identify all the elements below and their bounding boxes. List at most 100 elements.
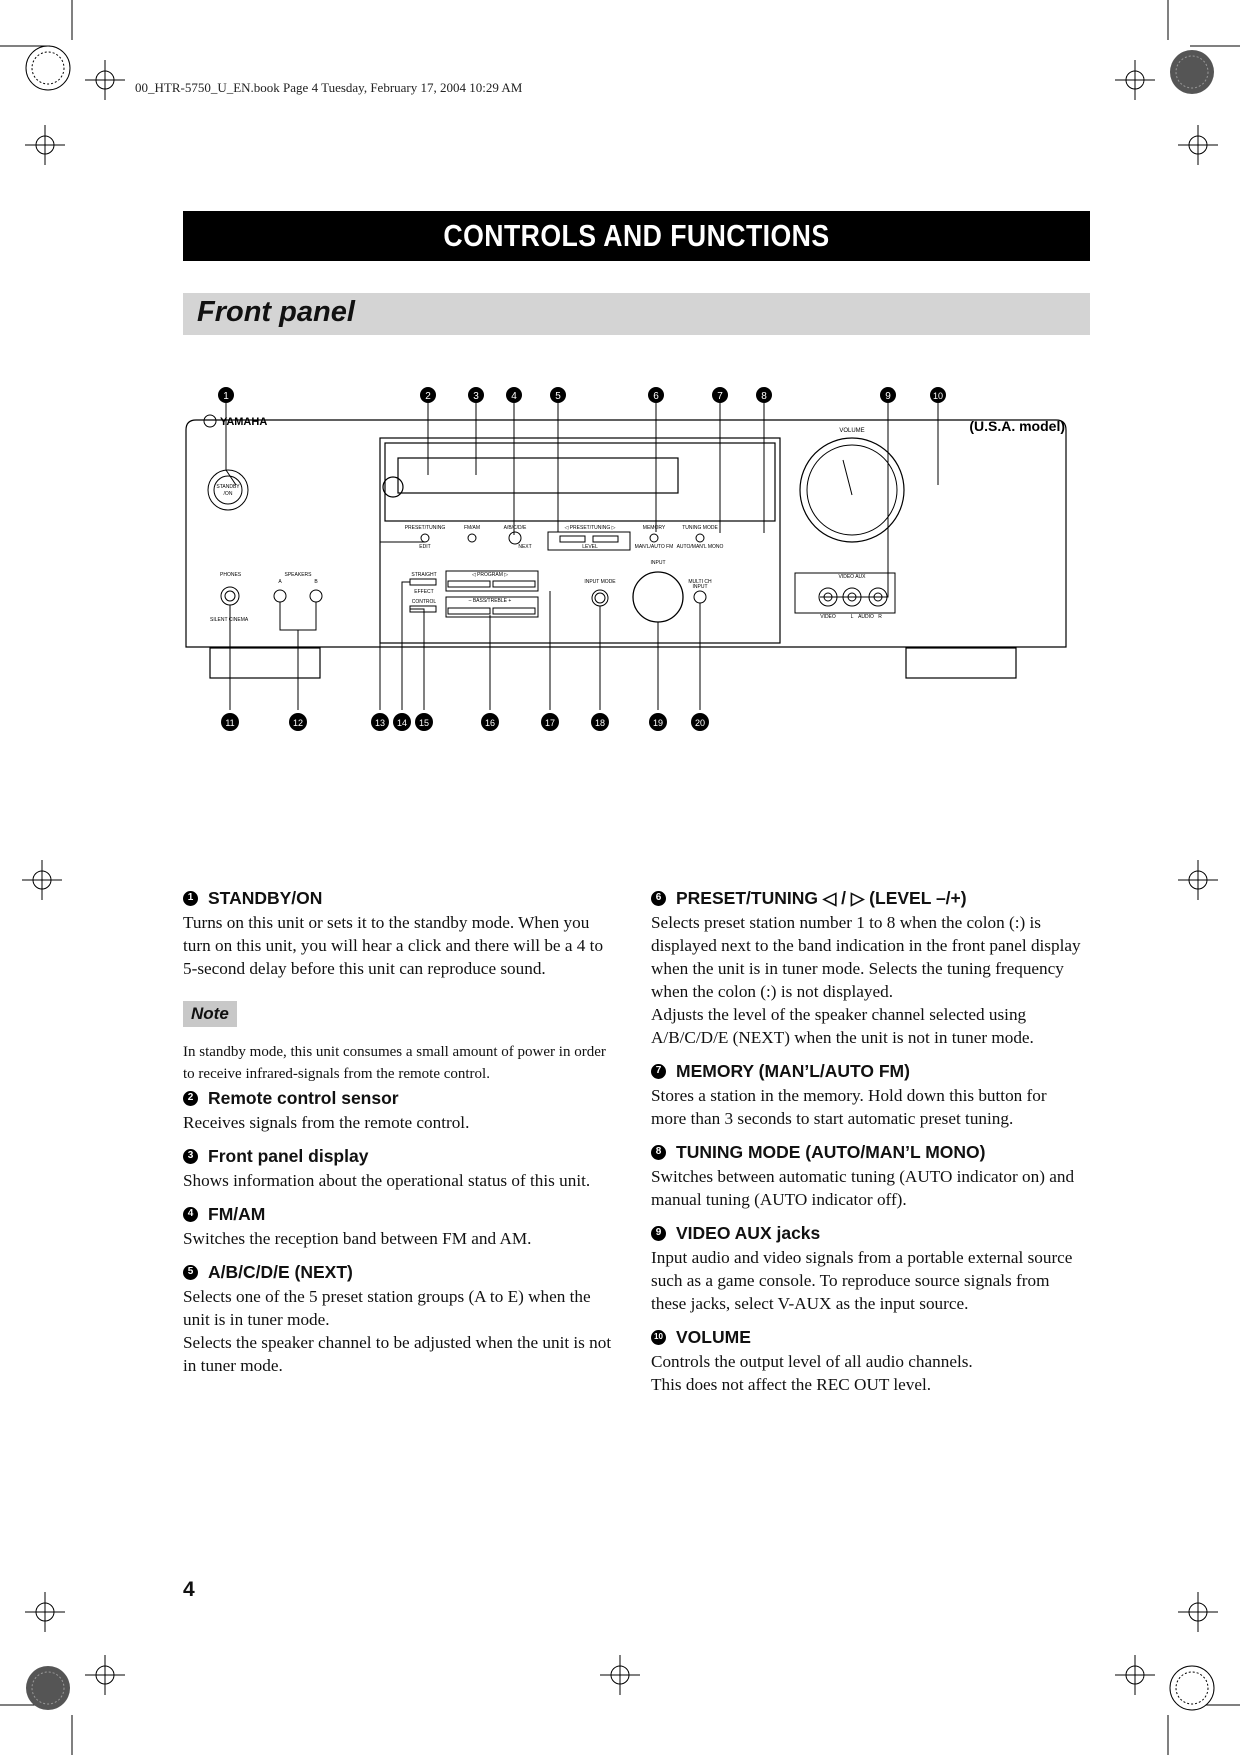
svg-text:VOLUME: VOLUME [839,428,864,434]
speakers-a-button[interactable] [273,589,287,603]
front-panel-display [397,457,679,494]
item-body: Controls the output level of all audio c… [651,1352,973,1371]
callouts-bottom: 11 12 13 14 15 16 17 18 19 20 [221,713,709,731]
receiver-body [185,419,1067,648]
speakers-label: SPEAKERS [285,572,313,578]
item-number: 6 [651,890,666,906]
tuning-mode-button[interactable] [695,533,705,543]
item-body: Shows information about the operational … [183,1171,591,1190]
phones-label: PHONES [220,572,242,578]
callout-18: 18 [591,713,609,731]
tuner-controls: PRESET/TUNING FM/AM A/B/C/D/E ◁ PRESET/T… [405,525,724,550]
preset-tuning-box [547,531,631,551]
item-heading: STANDBY/ON [208,888,323,908]
item-heading: MEMORY (MAN’L/AUTO FM) [676,1061,910,1081]
item-body: Selects one of the 5 preset station grou… [183,1287,591,1329]
callout-13: 13 [371,713,389,731]
callout-4: 4 [506,387,522,403]
callout-20: 20 [691,713,709,731]
video-aux-label: VIDEO AUX [839,574,867,580]
item-body: Turns on this unit or sets it to the sta… [183,913,604,978]
svg-text:STRAIGHT: STRAIGHT [411,572,436,578]
svg-text:L: L [851,614,854,620]
bass-treble-plus-button[interactable] [492,607,536,615]
callout-14: 14 [393,713,411,731]
video-aux-box [794,572,896,614]
svg-text:FM/AM: FM/AM [464,525,480,531]
leader-lines [225,403,939,710]
speakers-b-button[interactable] [309,589,323,603]
svg-text:◁ PROGRAM ▷: ◁ PROGRAM ▷ [472,572,508,578]
svg-text:5: 5 [555,391,561,402]
item-body: Input audio and video signals from a por… [651,1248,1073,1313]
svg-text:VIDEO: VIDEO [820,614,836,620]
svg-text:CONTROL: CONTROL [412,599,437,605]
remote-sensor [382,476,404,498]
item-body: Switches between automatic tuning (AUTO … [651,1167,1075,1209]
svg-text:10: 10 [933,391,943,401]
svg-text:17: 17 [545,718,555,728]
svg-text:13: 13 [375,718,385,728]
note-label: Note [183,1001,237,1027]
item-number: 9 [651,1225,666,1241]
callout-8: 8 [756,387,772,403]
abcde-button[interactable] [508,531,522,545]
phones-jack[interactable] [220,586,240,606]
volume-knob[interactable]: VOLUME [799,428,905,543]
svg-text:20: 20 [695,718,705,728]
multi-ch-input-button[interactable] [693,590,707,604]
svg-text:12: 12 [293,718,303,728]
svg-text:19: 19 [653,718,663,728]
program-left-button[interactable] [447,580,491,588]
preset-right-button[interactable] [592,535,619,543]
program-box [445,570,539,592]
callout-11: 11 [221,713,239,731]
standby-on-button[interactable]: STANDBY /ON [207,469,249,511]
svg-text:LEVEL: LEVEL [582,544,598,550]
fm-am-button[interactable] [467,533,477,543]
bass-treble-box [445,596,539,618]
svg-text:16: 16 [485,718,495,728]
svg-text:INPUT MODE: INPUT MODE [584,579,616,585]
item-body: Selects preset station number 1 to 8 whe… [651,913,1081,1001]
section-heading-bar: Front panel [183,293,1090,335]
preset-tuning-edit-button[interactable] [420,533,430,543]
memory-button[interactable] [649,533,659,543]
svg-text:TUNING MODE: TUNING MODE [682,525,718,531]
bass-treble-minus-button[interactable] [447,607,491,615]
page-title-bar: CONTROLS AND FUNCTIONS [183,211,1090,261]
callout-19: 19 [649,713,667,731]
preset-left-button[interactable] [559,535,586,543]
svg-text:4: 4 [511,391,517,402]
program-right-button[interactable] [492,580,536,588]
svg-text:MULTI CH: MULTI CH [688,579,712,585]
svg-text:B: B [314,579,318,585]
item-body: Receives signals from the remote control… [183,1113,470,1132]
svg-text:2: 2 [425,391,431,402]
item-body: Stores a station in the memory. Hold dow… [651,1086,1047,1128]
svg-text:AUTO/MAN'L MONO: AUTO/MAN'L MONO [677,544,724,550]
svg-text:A/B/C/D/E: A/B/C/D/E [504,525,527,531]
item-heading: FM/AM [208,1204,266,1224]
svg-text:6: 6 [653,391,659,402]
item-number: 5 [183,1264,198,1280]
input-selector-knob[interactable] [632,571,684,623]
callout-17: 17 [541,713,559,731]
straight-button[interactable] [409,578,437,586]
callout-2: 2 [420,387,436,403]
callout-5: 5 [550,387,566,403]
svg-text:1: 1 [223,391,229,402]
svg-text:INPUT: INPUT [693,584,708,590]
svg-text:7: 7 [717,391,723,402]
callout-9: 9 [880,387,896,403]
item-heading: A/B/C/D/E (NEXT) [208,1262,353,1282]
silent-cinema-label: SILENT CINEMA [210,617,249,623]
callout-12: 12 [289,713,307,731]
callout-3: 3 [468,387,484,403]
input-mode-button[interactable] [591,589,609,607]
